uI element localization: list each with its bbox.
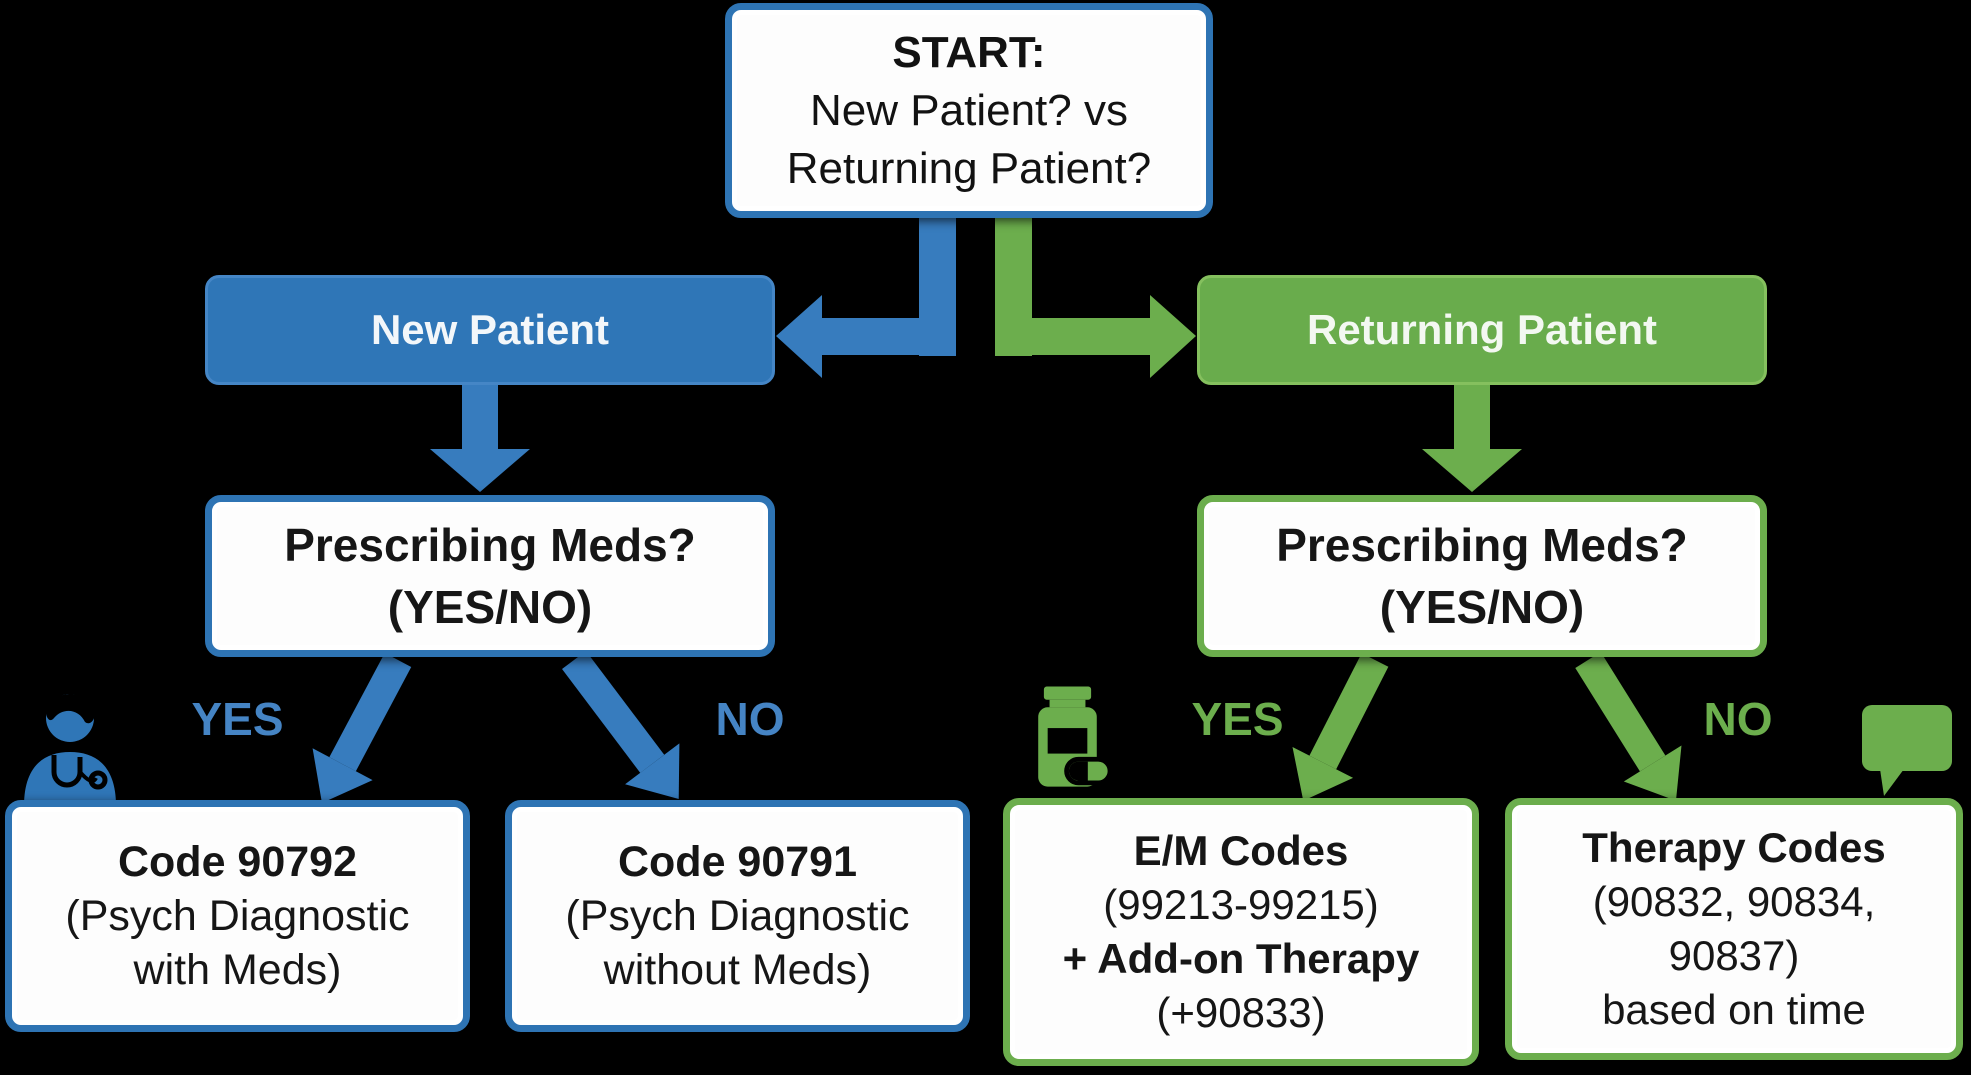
speech-bubble-icon — [1860, 703, 1955, 798]
arrow-left-no — [562, 650, 680, 799]
start-line-2: New Patient? vs — [810, 85, 1128, 135]
outcome-90791-line-2: (Psych Diagnostic — [565, 892, 910, 940]
arrow-left-yes — [312, 652, 412, 804]
arrow-start-to-new-patient — [776, 216, 956, 378]
arrow-right-no — [1575, 652, 1682, 801]
outcome-90791-line-3: without Meds) — [603, 946, 872, 994]
outcome-therapy-line-1: Therapy Codes — [1582, 824, 1886, 871]
left-yes-label: YES — [191, 693, 284, 745]
outcome-90792-line-1: Code 90792 — [117, 838, 358, 886]
outcome-90792-line-3: with Meds) — [133, 946, 342, 994]
prescribing-right-line-1: Prescribing Meds? — [1276, 519, 1688, 571]
right-yes-label: YES — [1191, 693, 1284, 745]
right-no-label: NO — [1703, 693, 1773, 745]
prescribing-left-line-1: Prescribing Meds? — [284, 519, 696, 571]
arrow-start-to-returning-patient — [995, 216, 1196, 378]
outcome-90792-line-2: (Psych Diagnostic — [65, 892, 410, 940]
start-line-1: START: — [892, 27, 1046, 77]
arrow-right-yes — [1292, 653, 1389, 801]
start-node: START: New Patient? vs Returning Patient… — [725, 3, 1213, 218]
prescribing-right-line-2: (YES/NO) — [1379, 581, 1585, 633]
outcome-code-90791-node: Code 90791 (Psych Diagnostic without Med… — [505, 800, 970, 1032]
outcome-code-90792-node: Code 90792 (Psych Diagnostic with Meds) — [5, 800, 470, 1032]
outcome-therapy-line-4: based on time — [1602, 986, 1866, 1033]
left-no-label: NO — [715, 693, 785, 745]
new-patient-label: New Patient — [370, 306, 610, 353]
outcome-em-line-4: (+90833) — [1156, 989, 1326, 1036]
prescribing-meds-right-node: Prescribing Meds? (YES/NO) — [1197, 495, 1767, 657]
arrow-returning-patient-down — [1422, 383, 1522, 492]
doctor-icon — [18, 688, 118, 806]
start-line-3: Returning Patient? — [786, 143, 1152, 193]
pill-bottle-icon — [1025, 682, 1113, 794]
new-patient-node: New Patient — [205, 275, 775, 385]
prescribing-meds-left-node: Prescribing Meds? (YES/NO) — [205, 495, 775, 657]
outcome-therapy-line-3: 90837) — [1668, 932, 1800, 979]
returning-patient-label: Returning Patient — [1306, 306, 1657, 353]
outcome-em-line-1: E/M Codes — [1133, 827, 1349, 874]
outcome-em-line-3: + Add-on Therapy — [1062, 935, 1420, 982]
arrow-new-patient-down — [430, 383, 530, 492]
outcome-em-line-2: (99213-99215) — [1103, 881, 1379, 928]
outcome-em-codes-node: E/M Codes (99213-99215) + Add-on Therapy… — [1003, 798, 1479, 1066]
outcome-therapy-line-2: (90832, 90834, — [1592, 878, 1876, 925]
returning-patient-node: Returning Patient — [1197, 275, 1767, 385]
outcome-90791-line-1: Code 90791 — [617, 838, 858, 886]
outcome-therapy-codes-node: Therapy Codes (90832, 90834, 90837) base… — [1505, 798, 1963, 1060]
prescribing-left-line-2: (YES/NO) — [387, 581, 593, 633]
